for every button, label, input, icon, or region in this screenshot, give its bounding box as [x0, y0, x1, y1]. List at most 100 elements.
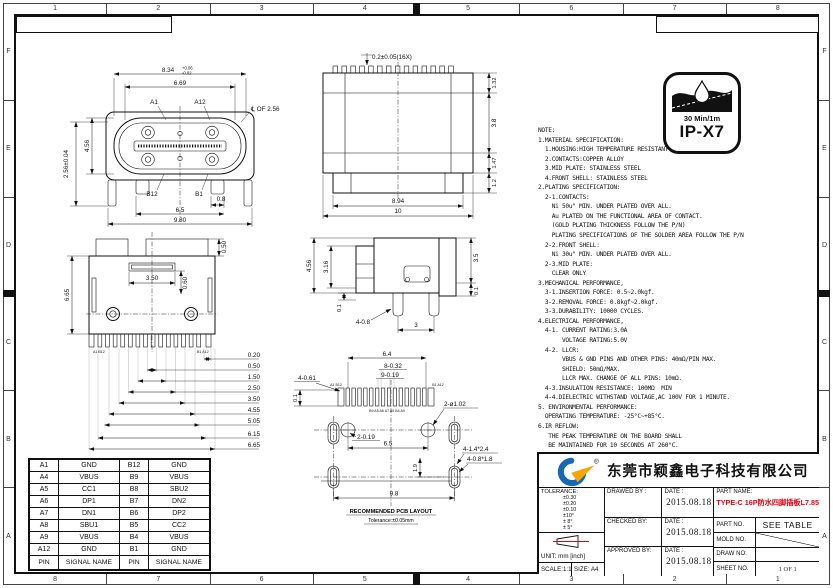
dim-2-d1-02: 2-ø1.02 — [444, 401, 466, 408]
ruler-cell: 2 — [622, 574, 726, 585]
dim-6-5: 6.5 — [176, 207, 185, 214]
ruler-cell: 8 — [725, 3, 829, 14]
company-name: 东莞市颖鑫电子科技有限公司 — [607, 464, 809, 480]
date-cell: DATE :2015.08.18 — [662, 488, 713, 517]
dim-8-0-32: 8-0.32 — [384, 363, 402, 370]
drawed-by-label: DRAWED BY : — [606, 489, 647, 495]
signal-cell: VBUS — [148, 531, 211, 544]
ladder-dim: 3.50 — [248, 396, 261, 403]
top-view-ladder: 0.20 0.50 1.50 2.50 3.50 4.55 5.05 6.15 … — [88, 348, 261, 451]
dim-2-0-19: 2-0.19 — [357, 434, 375, 441]
pin-cell: B4 — [119, 531, 149, 544]
dim-8-94: 8.94 — [392, 198, 405, 205]
dim-8-34-tol-dn: -0.02 — [182, 71, 192, 76]
date-value: 2015.08.18 — [666, 556, 712, 567]
notes-block: NOTE: 1.MATERIAL SPECIFICATION: 1.HOUSIN… — [538, 127, 744, 450]
pin-cell: A5 — [28, 483, 59, 496]
drawing-frame — [14, 14, 819, 574]
signal-cell: DP1 — [58, 495, 120, 508]
ruler-cell: 5 — [416, 3, 519, 14]
dim-2-56: 2.56±0.04 — [63, 150, 70, 178]
ruler-cell: 7 — [622, 3, 726, 14]
header-cell: PIN — [28, 555, 59, 571]
tolerance-label: TOLERANCE: — [541, 489, 578, 495]
pin-cell: A8 — [28, 519, 59, 532]
svg-text:R: R — [595, 459, 598, 463]
ruler-cell: A — [3, 487, 14, 584]
pin-labels-right: B1 A12 — [197, 350, 209, 354]
third-angle-projection-icon — [553, 535, 590, 549]
date-cell: DATE :2015.08.18 — [662, 546, 714, 576]
ruler-cell: B — [3, 390, 14, 487]
pin-cell: B6 — [119, 507, 149, 520]
pad-labels-right: B1 A12 — [432, 383, 444, 387]
date-label: DATE : — [664, 548, 684, 555]
pcb-caption-title: RECOMMENDED PCB LAYOUT — [350, 509, 433, 515]
signal-cell: GND — [148, 543, 211, 556]
ladder-dim: 0.50 — [248, 363, 261, 370]
tolerance-block: TOLERANCE: ±0.30 ±0.20 ±0.10 ±10° ± 8° ±… — [539, 488, 605, 576]
date-label: DATE : — [664, 518, 684, 525]
dim-1-2: 1.2 — [492, 179, 498, 187]
dim-0-8: 0.8 — [217, 196, 226, 203]
center-mark-right — [819, 290, 830, 297]
ruler-cell: 1 — [725, 574, 829, 585]
ann-0-2-16x: 0.2±0.05(16X) — [372, 54, 412, 61]
pin-cell: B8 — [119, 483, 149, 496]
dim-3-16: 3.16 — [323, 260, 330, 273]
part-name-value: TYPE-C 16P防水四脚插板L7.85 — [716, 498, 819, 507]
center-mark-left — [3, 290, 14, 297]
pin-cell: B7 — [119, 495, 149, 508]
pin-cell: A6 — [28, 495, 59, 508]
header-cell: SIGNAL NAME — [148, 555, 211, 571]
signal-cell: SBU2 — [148, 483, 211, 496]
pin-cell: A4 — [28, 471, 59, 484]
ruler-cell: C — [819, 293, 830, 390]
dim-8-34-tol-up: +0.06 — [182, 66, 193, 71]
ruler-cell: 4 — [416, 574, 519, 585]
front-view-outline — [105, 106, 255, 222]
ladder-dim: 4.55 — [248, 407, 261, 414]
pcb-layout-drawing: A1 B12 B1 A12 B9 A5 A6 A7 A9 B4 A9 6.4 8… — [293, 351, 502, 525]
side-view-outline — [355, 237, 457, 317]
ruler-cell: B — [819, 390, 830, 487]
size-label: SIZE: A4 — [574, 566, 599, 574]
dim-0-1: 0.1 — [293, 394, 299, 402]
ipx7-label: IP-X7 — [679, 122, 725, 141]
pin-cell: B1 — [119, 543, 149, 556]
ruler-cell: 4 — [312, 3, 416, 14]
mold-no-row: MOLD NO. — [714, 531, 819, 547]
header-cell: PIN — [119, 555, 149, 571]
ipx7-rating-text: 30 Min/1m — [683, 114, 721, 123]
dim-1-47: 1.47 — [492, 158, 498, 169]
side-view-dimensions: 4.56 3.16 3.5 0.1 0.1 4-0.8 3 — [306, 237, 480, 333]
dim-0-50: 0.50 — [221, 240, 228, 253]
top-view-dimensions: 6.65 3.50 0.60 0.50 — [64, 238, 228, 335]
dim-4-56: 4.56 — [84, 139, 91, 152]
date-cell: DATE :2015.08.18 — [662, 516, 714, 547]
projection-symbol — [539, 532, 604, 550]
tolerance-values: TOLERANCE: ±0.30 ±0.20 ±0.10 ±10° ± 8° ±… — [539, 488, 604, 532]
date-label: DATE : — [664, 489, 684, 495]
ruler-cell: C — [3, 293, 14, 390]
signal-cell: DP2 — [148, 507, 211, 520]
dim-10: 10 — [394, 208, 402, 215]
ruler-cell: 6 — [209, 574, 313, 585]
ruler-cell: 2 — [106, 3, 209, 14]
ladder-dim: 2.50 — [248, 385, 261, 392]
signal-cell: CC2 — [148, 519, 211, 532]
dim-3-8: 3.8 — [491, 118, 498, 127]
scale-size-row: SCALE:1:1 SIZE: A4 — [539, 562, 604, 576]
signal-cell: GND — [58, 458, 120, 472]
part-no-label: PART NO. — [714, 518, 757, 532]
ruler-cell: 1 — [53, 5, 58, 12]
title-block-header: R 东莞市颖鑫电子科技有限公司 — [539, 454, 819, 488]
center-mark-top — [413, 3, 420, 14]
